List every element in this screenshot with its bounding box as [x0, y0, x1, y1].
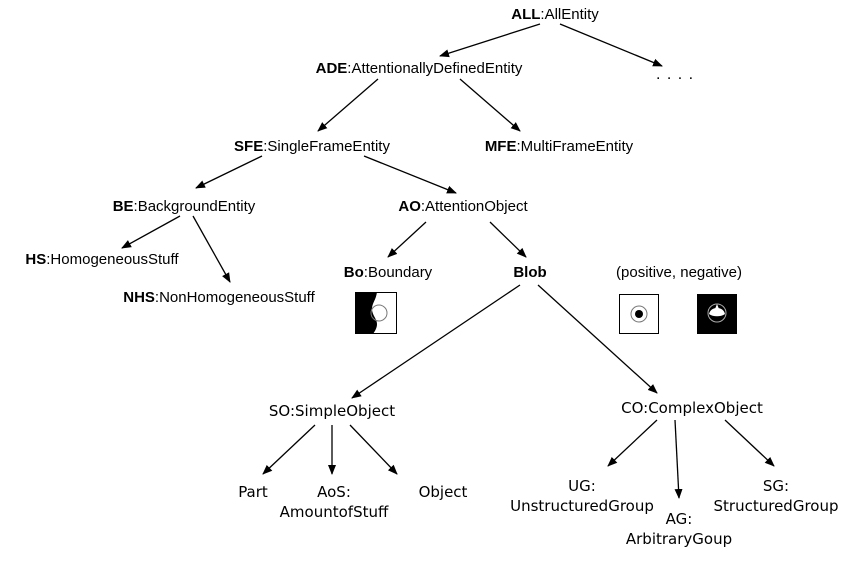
node-aos-line1: AoS: — [317, 483, 351, 501]
node-polarity-text: (positive, negative) — [616, 264, 742, 281]
node-aos-line2: AmountofStuff — [279, 503, 389, 521]
node-bo-abbr: Bo — [343, 264, 364, 281]
node-polarity: (positive, negative) — [616, 264, 742, 282]
node-all-abbr: ALL — [511, 6, 541, 23]
node-part-text: Part — [238, 483, 268, 501]
node-blob-abbr: Blob — [513, 264, 547, 281]
node-sfe-abbr: SFE — [234, 138, 264, 155]
edge-all-more — [559, 23, 663, 67]
node-hs-name: :HomogeneousStuff — [46, 251, 179, 268]
node-mfe: MFE:MultiFrameEntity — [485, 138, 633, 156]
node-bo: Bo:Boundary — [344, 264, 432, 282]
node-hs-abbr: HS — [25, 251, 47, 268]
edge-be-nhs — [192, 215, 231, 283]
node-nhs-name: :NonHomogeneousStuff — [154, 289, 315, 306]
node-ade-name: :AttentionallyDefinedEntity — [347, 60, 523, 77]
node-ao: AO:AttentionObject — [398, 198, 527, 216]
node-ade-abbr: ADE — [315, 60, 348, 77]
edge-blob-so — [351, 284, 521, 399]
node-ug-line2: UnstructuredGroup — [510, 497, 654, 515]
node-nhs-abbr: NHS — [123, 289, 155, 306]
edge-blob-co — [537, 284, 658, 394]
node-blob: Blob — [513, 264, 546, 282]
node-mfe-name: :MultiFrameEntity — [516, 138, 634, 155]
node-ag-line2: ArbitraryGoup — [625, 530, 733, 548]
node-sfe: SFE:SingleFrameEntity — [234, 138, 390, 156]
node-sg-line2: StructuredGroup — [713, 497, 839, 515]
negative-blob-icon — [697, 294, 737, 334]
node-co-text: CO:ComplexObject — [621, 399, 763, 417]
edge-sfe-be — [195, 155, 263, 189]
node-sg: SG: StructuredGroup — [714, 476, 839, 516]
edge-co-ug — [607, 419, 658, 467]
edge-all-ade — [439, 23, 541, 58]
node-co: CO:ComplexObject — [621, 398, 763, 418]
edge-so-part — [262, 424, 316, 475]
node-bo-name: :Boundary — [363, 264, 433, 281]
node-part: Part — [238, 482, 268, 502]
node-so: SO:SimpleObject — [269, 401, 395, 421]
node-be: BE:BackgroundEntity — [113, 198, 256, 216]
edge-ao-blob — [489, 221, 527, 258]
positive-blob-icon — [619, 294, 659, 334]
edge-so-object — [349, 424, 398, 475]
node-more-text: . . . . — [655, 66, 695, 83]
edge-ao-bo — [387, 221, 427, 258]
node-ao-abbr: AO — [398, 198, 421, 215]
edge-co-sg — [724, 419, 775, 467]
node-ao-name: :AttentionObject — [420, 198, 528, 215]
node-object-text: Object — [418, 483, 468, 501]
node-object: Object — [419, 482, 468, 502]
node-so-text: SO:SimpleObject — [268, 402, 396, 420]
node-aos: AoS: AmountofStuff — [280, 482, 389, 522]
node-mfe-abbr: MFE — [484, 138, 517, 155]
node-ug-line1: UG: — [568, 477, 596, 495]
node-sfe-name: :SingleFrameEntity — [263, 138, 390, 155]
edge-be-hs — [121, 215, 181, 249]
edge-sfe-ao — [363, 155, 457, 194]
edge-co-ag — [674, 419, 683, 499]
boundary-icon — [355, 292, 397, 334]
node-sg-line1: SG: — [762, 477, 790, 495]
node-ag: AG: ArbitraryGoup — [626, 509, 732, 549]
node-ag-line1: AG: — [665, 510, 693, 528]
node-be-abbr: BE — [112, 198, 134, 215]
node-ug: UG: UnstructuredGroup — [510, 476, 654, 516]
node-more: . . . . — [656, 66, 694, 84]
node-all-name: :AllEntity — [540, 6, 599, 23]
node-nhs: NHS:NonHomogeneousStuff — [123, 289, 315, 307]
edge-ade-mfe — [459, 78, 521, 132]
edge-ade-sfe — [317, 78, 379, 132]
node-hs: HS:HomogeneousStuff — [25, 251, 178, 269]
node-be-name: :BackgroundEntity — [133, 198, 256, 215]
node-ade: ADE:AttentionallyDefinedEntity — [316, 60, 523, 78]
node-all: ALL:AllEntity — [511, 6, 599, 24]
